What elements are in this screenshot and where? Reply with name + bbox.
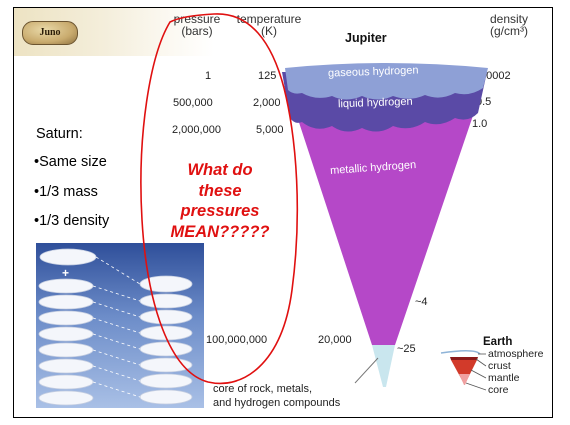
temperature-unit-label: (K) [261,24,277,38]
earth-atmosphere [440,350,481,355]
core-label-line2: and hydrogen compounds [213,397,341,409]
saturn-bullet-size-text: Same size [39,154,107,170]
earth-mantle [451,360,477,382]
earth-label-core: core [488,384,509,396]
jupiter-title: Jupiter [345,31,387,45]
red-oval-outline [140,13,299,385]
gaseous-hydrogen-layer [285,63,488,100]
saturn-bullet-mass: •1/3 mass [34,184,98,200]
density-value-metallic-top: 1.0 [472,118,488,130]
question-line-1: What do [187,161,253,179]
metallic-hydrogen-layer [290,95,480,345]
slide-frame [13,7,553,418]
pillow-connector-lines [92,256,141,398]
saturn-bullet-size: •Same size [34,154,107,170]
question-line-2: these [198,181,242,200]
saturn-bullet-density: •1/3 density [34,213,110,229]
question-line-4: MEAN????? [170,222,270,241]
density-value-core: ~25 [397,343,416,355]
earth-label-atmosphere: atmosphere [488,348,544,360]
saturn-bullet-density-text: 1/3 density [39,213,110,229]
pressure-header: pressure (bars) [168,13,226,37]
core-label-line1: core of rock, metals, [213,383,313,395]
pillow-stack-drawing [38,248,193,406]
pillow-right-1 [139,275,193,293]
earth-pointer-mantle [470,369,487,379]
temperature-value-1: 125 [258,70,277,82]
core-region [372,345,395,387]
density-header-label: density [489,12,529,26]
earth-core [459,374,470,385]
core-temperature-value: 20,000 [318,334,352,346]
pillow-plus-sign: + [62,266,70,280]
pressure-value-2: 500,000 [173,97,213,109]
temperature-header-label: temperature [236,12,302,26]
density-value-deep: ~4 [415,296,428,308]
pressure-value-3: 2,000,000 [172,124,221,136]
density-unit-label: (g/cm³) [490,24,528,38]
saturn-bullet-mass-text: 1/3 mass [39,184,98,200]
pressure-header-label: pressure [173,12,221,26]
pillow-stack-illustration: + [36,243,204,408]
pressure-question: What do these pressures MEAN????? [150,160,290,242]
earth-label-mantle: mantle [488,372,520,384]
question-line-3: pressures [180,202,260,220]
juno-logo: Juno [22,21,78,45]
temperature-value-3: 5,000 [256,124,284,136]
earth-label-crust: crust [488,360,511,372]
temperature-header: temperature (K) [227,13,311,37]
pressure-unit-label: (bars) [181,24,213,38]
core-pointer-line [354,357,379,384]
earth-pointer-crust [475,358,487,367]
temperature-value-2: 2,000 [253,97,281,109]
saturn-title: Saturn: [36,126,83,142]
earth-crust [450,357,478,360]
pillow-left-9 [38,390,94,406]
density-header: density (g/cm³) [478,13,540,37]
core-pressure-value: 100,000,000 [206,334,268,346]
pressure-value-1: 1 [205,70,212,82]
earth-title: Earth [483,336,513,348]
earth-pointer-core [465,382,487,391]
